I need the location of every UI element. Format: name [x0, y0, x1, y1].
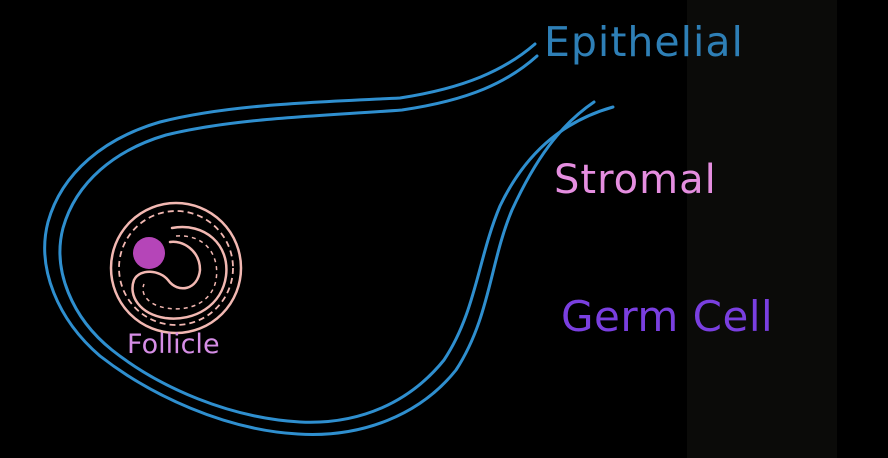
ovary-outline-inner	[58, 54, 615, 424]
follicle-outer-ring	[109, 201, 243, 335]
ovary-outline-outer	[43, 42, 596, 436]
label-follicle: Follicle	[127, 329, 220, 360]
label-epithelial: Epithelial	[544, 18, 744, 66]
background-band	[687, 0, 837, 458]
follicle-antrum-dashed	[142, 235, 218, 310]
follicle	[109, 201, 243, 335]
follicle-antrum	[131, 225, 228, 320]
label-stromal: Stromal	[554, 157, 717, 203]
oocyte	[133, 237, 165, 269]
follicle-middle-ring	[118, 210, 234, 326]
label-germ-cell: Germ Cell	[561, 292, 774, 341]
